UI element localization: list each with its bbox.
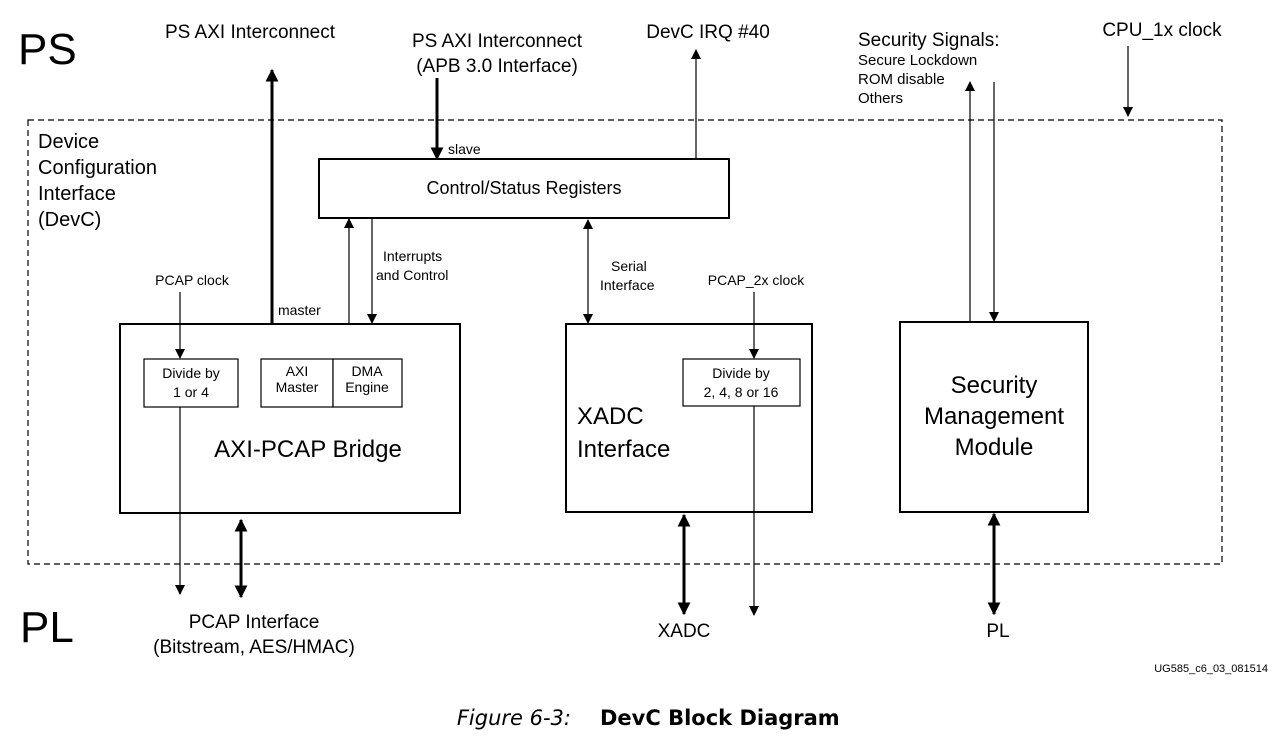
devc-label-line: (DevC) bbox=[38, 209, 101, 231]
security-module-line1: Security bbox=[951, 372, 1038, 399]
devc-label: Device Configuration Interface (DevC) bbox=[38, 131, 163, 231]
pl-region-label: PL bbox=[20, 603, 74, 652]
security-signals-title: Security Signals: bbox=[858, 30, 1000, 51]
pcap-divider-box bbox=[143, 358, 239, 408]
xadc-interface-line1: XADC bbox=[577, 403, 644, 430]
axi-master-box bbox=[260, 358, 334, 408]
axi-master-line1: AXI bbox=[286, 363, 309, 379]
axi-pcap-bridge-box bbox=[119, 323, 461, 514]
ps-axi-interconnect-label: PS AXI Interconnect bbox=[165, 22, 336, 43]
xadc-label: XADC bbox=[658, 621, 711, 642]
xadc-divider-line1: Divide by bbox=[712, 365, 770, 381]
devc-label-line: Configuration bbox=[38, 157, 157, 179]
pcap-divider-line1: Divide by bbox=[162, 365, 220, 381]
pcap-interface-label-line1: PCAP Interface bbox=[189, 612, 320, 633]
dma-engine-line1: DMA bbox=[351, 363, 383, 379]
ps-axi-apb-label-line1: PS AXI Interconnect bbox=[412, 31, 583, 52]
xadc-interface-line2: Interface bbox=[577, 436, 670, 463]
security-module-line2: Management bbox=[924, 403, 1064, 430]
serial-label-line1: Serial bbox=[611, 258, 647, 274]
devc-boundary bbox=[27, 119, 1223, 565]
devc-irq-label: DevC IRQ #40 bbox=[646, 22, 770, 43]
security-module-line3: Module bbox=[955, 434, 1034, 461]
security-signal-lockdown: Secure Lockdown bbox=[858, 52, 977, 69]
dma-engine-line2: Engine bbox=[345, 379, 389, 395]
axi-pcap-bridge-label: AXI-PCAP Bridge bbox=[214, 436, 402, 463]
interrupts-label-line1: Interrupts bbox=[383, 248, 442, 264]
interrupts-label-line2: and Control bbox=[376, 267, 448, 283]
caption-title: DevC Block Diagram bbox=[600, 706, 840, 730]
caption-prefix: Figure 6-3: bbox=[457, 706, 571, 730]
security-management-module-box bbox=[899, 321, 1089, 513]
axi-master-line2: Master bbox=[276, 379, 319, 395]
security-signal-others: Others bbox=[858, 90, 903, 107]
figure-id: UG585_c6_03_081514 bbox=[1154, 663, 1268, 675]
xadc-interface-box bbox=[565, 323, 813, 513]
security-signal-rom: ROM disable bbox=[858, 71, 945, 88]
pcap-interface-label-line2: (Bitstream, AES/HMAC) bbox=[153, 637, 355, 658]
devc-label-line: Device bbox=[38, 131, 99, 153]
ps-region-label: PS bbox=[18, 25, 77, 74]
ps-axi-apb-label-line2: (APB 3.0 Interface) bbox=[416, 56, 578, 77]
pcap-divider-line2: 1 or 4 bbox=[173, 384, 209, 400]
xadc-divider-line2: 2, 4, 8 or 16 bbox=[704, 384, 779, 400]
cpu-clock-label: CPU_1x clock bbox=[1102, 20, 1222, 41]
master-label: master bbox=[278, 302, 321, 318]
serial-label-line2: Interface bbox=[600, 277, 655, 293]
slave-label: slave bbox=[448, 141, 481, 157]
pcap-clock-label: PCAP clock bbox=[155, 272, 230, 288]
xadc-divider-box bbox=[682, 358, 801, 407]
pcap2x-clock-label: PCAP_2x clock bbox=[708, 272, 805, 288]
dma-engine-box bbox=[332, 358, 403, 408]
control-status-registers-label: Control/Status Registers bbox=[426, 178, 621, 198]
pl-label: PL bbox=[986, 621, 1009, 642]
devc-label-line: Interface bbox=[38, 183, 116, 205]
control-status-registers-box bbox=[318, 158, 730, 219]
